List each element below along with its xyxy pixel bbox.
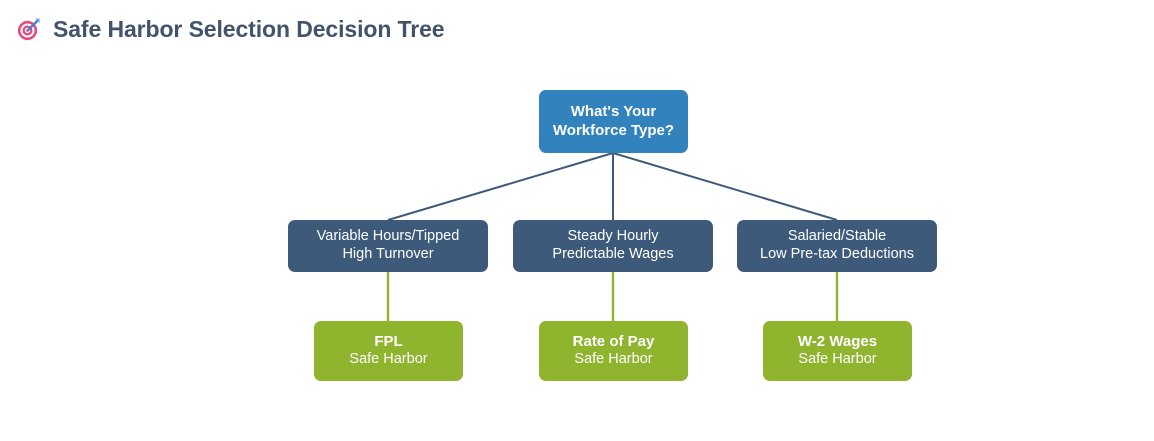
- node-branch-2-line-2: Predictable Wages: [552, 246, 674, 262]
- node-leaf-rate-of-pay-safe-harbor[interactable]: Rate of Pay Safe Harbor: [539, 321, 688, 381]
- node-leaf-fpl-safe-harbor[interactable]: FPL Safe Harbor: [314, 321, 463, 381]
- node-leaf-1-title: FPL: [374, 333, 403, 350]
- node-branch-1-line-1: Variable Hours/Tipped: [316, 228, 460, 245]
- node-leaf-2-subtitle: Safe Harbor: [574, 351, 653, 368]
- target-dart-icon: [16, 16, 42, 42]
- edge-root-to-branch-3: [612, 152, 838, 221]
- node-branch-3-line-1: Salaried/Stable: [787, 228, 887, 245]
- node-root-line-2: Workforce Type?: [552, 121, 675, 139]
- node-branch-2-line-1: Steady Hourly: [567, 228, 659, 245]
- node-leaf-1-subtitle: Safe Harbor: [349, 351, 428, 368]
- node-leaf-w2-wages-safe-harbor[interactable]: W-2 Wages Safe Harbor: [763, 321, 912, 381]
- node-branch-3-line-2: Low Pre-tax Deductions: [760, 246, 914, 262]
- page-header: Safe Harbor Selection Decision Tree: [16, 15, 445, 42]
- node-leaf-3-title: W-2 Wages: [797, 333, 878, 350]
- node-leaf-3-subtitle: Safe Harbor: [798, 351, 877, 368]
- node-branch-variable-hours[interactable]: Variable Hours/Tipped High Turnover: [288, 220, 488, 272]
- node-branch-steady-hourly[interactable]: Steady Hourly Predictable Wages: [513, 220, 713, 272]
- edge-root-to-branch-1: [387, 152, 614, 221]
- node-leaf-2-title: Rate of Pay: [572, 333, 655, 350]
- node-root-workforce-type[interactable]: What's Your Workforce Type?: [539, 90, 688, 153]
- node-root-line-1: What's Your: [570, 103, 657, 121]
- node-branch-salaried-stable[interactable]: Salaried/Stable Low Pre-tax Deductions: [737, 220, 937, 272]
- page-title: Safe Harbor Selection Decision Tree: [53, 15, 445, 42]
- node-branch-1-line-2: High Turnover: [342, 246, 434, 262]
